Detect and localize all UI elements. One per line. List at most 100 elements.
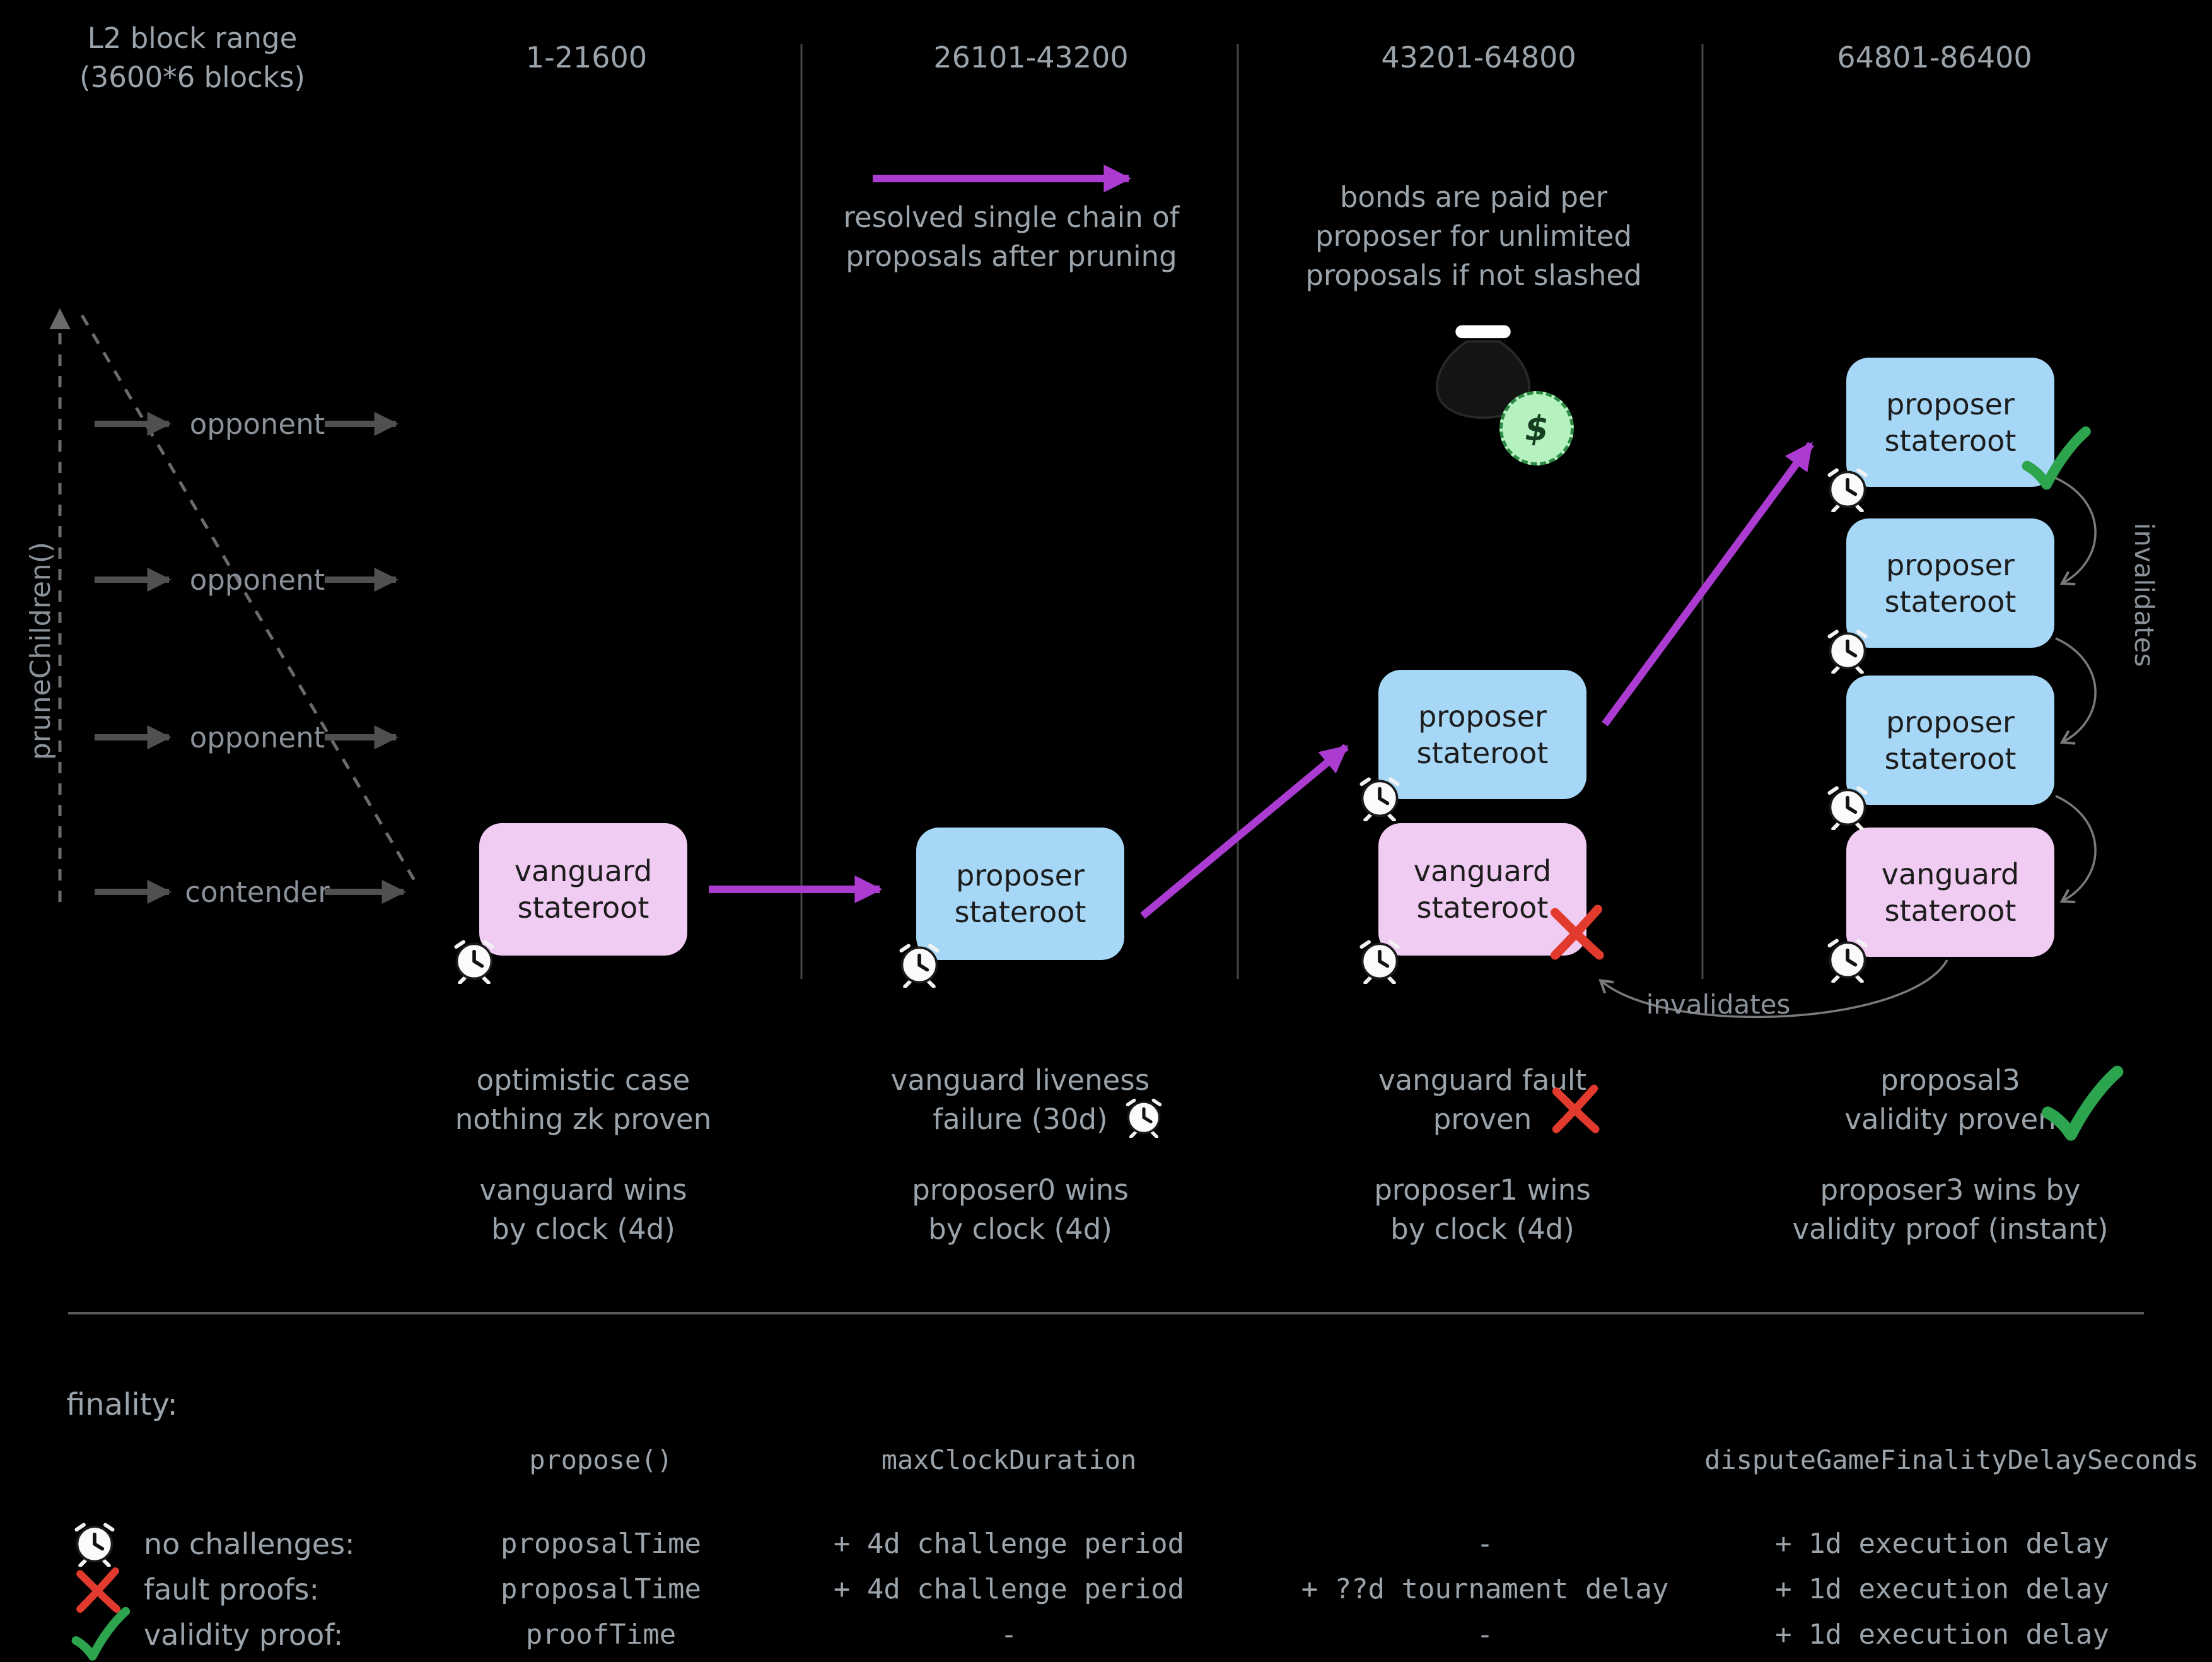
finality-row-label: fault proofs:: [144, 1572, 320, 1606]
l2-block-range-line2: (3600*6 blocks): [79, 61, 305, 94]
box-label-line2: stateroot: [1416, 735, 1549, 770]
opponent-label-3: opponent: [189, 721, 325, 754]
finality-cell-tournament: -: [1476, 1618, 1494, 1651]
opponent-label-1: opponent: [189, 407, 325, 441]
caption-line: by clock (4d): [928, 1212, 1112, 1246]
resolved-note-line2: proposals after pruning: [846, 240, 1177, 273]
box-label-line1: proposer: [1886, 547, 2015, 582]
box-label-line2: stateroot: [517, 891, 649, 925]
box-label-line2: stateroot: [1884, 584, 2017, 619]
column-header-2: 26101-43200: [933, 40, 1129, 74]
box-label-line1: proposer: [1886, 387, 2015, 421]
invalidates-curve-2: [2055, 637, 2097, 745]
green-check-icon: [68, 1603, 131, 1662]
finality-cell-propose: proofTime: [525, 1618, 677, 1651]
clock-icon: [1824, 782, 1871, 830]
caption-line: proposer1 wins: [1374, 1173, 1591, 1207]
opponent-label-2: opponent: [189, 563, 325, 597]
caption-line: proven: [1433, 1103, 1532, 1136]
finality-header-maxclock: maxClockDuration: [881, 1444, 1137, 1475]
caption-col3-result: vanguard fault proven: [1306, 1061, 1659, 1139]
caption-line: proposer0 wins: [912, 1173, 1129, 1207]
caption-line: proposal3: [1880, 1063, 2020, 1097]
invalidates-curve-1: [2055, 477, 2097, 586]
proposer3-low-box: proposer stateroot: [1846, 676, 2054, 805]
resolved-note-line1: resolved single chain of: [843, 201, 1180, 234]
green-check-icon: [2037, 1060, 2125, 1148]
money-bag-icon: [1426, 315, 1540, 423]
bonds-note-line1: bonds are paid per: [1339, 180, 1608, 214]
finality-row-label: validity proof:: [144, 1618, 344, 1652]
bonds-note-line2: proposer for unlimited: [1315, 219, 1633, 253]
box-label-line1: vanguard: [1413, 854, 1552, 888]
caption-col3-winner: proposer1 wins by clock (4d): [1306, 1171, 1659, 1249]
clock-icon: [1122, 1095, 1165, 1138]
dollar-sign: $: [1525, 408, 1549, 448]
box-label-line1: vanguard: [514, 854, 653, 888]
vanguard0-box: vanguard stateroot: [479, 823, 687, 956]
prune-children-label: pruneChildren(): [25, 541, 57, 761]
caption-col1-result: optimistic case nothing zk proven: [407, 1061, 760, 1139]
red-x-icon: [1546, 1080, 1604, 1138]
column-header-1: 1-21600: [525, 40, 648, 74]
contender-label: contender: [185, 875, 330, 909]
caption-line: nothing zk proven: [455, 1103, 712, 1136]
caption-line: vanguard liveness: [890, 1063, 1150, 1097]
prune-diagonal-line: [80, 314, 419, 887]
box-label-line2: stateroot: [1884, 741, 2017, 776]
chain-arrow-3: [1602, 442, 1814, 727]
clock-icon: [1824, 935, 1871, 983]
box-label-line2: stateroot: [1884, 423, 2017, 458]
l2-block-range-line1: L2 block range: [87, 21, 298, 55]
caption-line: optimistic case: [476, 1063, 690, 1097]
box-label-line2: stateroot: [1884, 893, 2017, 928]
caption-line: failure (30d): [933, 1103, 1108, 1136]
finality-header-propose: propose(): [529, 1444, 673, 1475]
box-label-line1: proposer: [1886, 705, 2015, 739]
invalidates-bottom-label: invalidates: [1646, 989, 1791, 1020]
green-check-icon: [2018, 421, 2092, 496]
caption-line: by clock (4d): [1390, 1212, 1575, 1246]
caption-line: proposer3 wins by: [1820, 1173, 2081, 1207]
finality-cell-propose: proposalTime: [501, 1528, 701, 1560]
finality-header-dispute-delay: disputeGameFinalityDelaySeconds: [1704, 1444, 2199, 1475]
box-label-line1: proposer: [1418, 699, 1547, 734]
finality-cell-delay: + 1d execution delay: [1775, 1528, 2109, 1560]
column-header-3: 43201-64800: [1381, 40, 1576, 74]
clock-icon: [895, 940, 943, 988]
vanguard3-box: vanguard stateroot: [1846, 828, 2054, 957]
finality-cell-propose: proposalTime: [501, 1573, 701, 1605]
caption-col2-winner: proposer0 wins by clock (4d): [844, 1171, 1197, 1249]
caption-line: validity proof (instant): [1792, 1212, 2109, 1246]
finality-title: finality:: [66, 1387, 178, 1422]
proposer1-box: proposer stateroot: [1378, 670, 1586, 799]
caption-col1-winner: vanguard wins by clock (4d): [407, 1171, 760, 1249]
caption-col4-result: proposal3 validity proven: [1774, 1061, 2127, 1139]
clock-icon: [71, 1519, 119, 1567]
l2-block-range-label: L2 block range (3600*6 blocks): [54, 19, 331, 97]
box-label-line1: proposer: [956, 858, 1085, 892]
invalidates-curve-bottom: [1598, 959, 1948, 1019]
finality-cell-tournament: + ??d tournament delay: [1301, 1573, 1669, 1605]
invalidates-side-label: invalidates: [2129, 522, 2160, 667]
box-label-line2: stateroot: [954, 895, 1086, 929]
red-x-icon: [1544, 899, 1609, 965]
invalidates-curve-3: [2055, 795, 2097, 904]
vanguard1-box: vanguard stateroot: [1378, 823, 1586, 956]
finality-row-label: no challenges:: [144, 1527, 355, 1561]
finality-cell-clock: + 4d challenge period: [833, 1573, 1185, 1605]
finality-cell-delay: + 1d execution delay: [1775, 1618, 2109, 1651]
chain-arrow-2: [1140, 744, 1349, 919]
finality-cell-delay: + 1d execution delay: [1775, 1573, 2109, 1605]
caption-col2-result: vanguard liveness failure (30d): [844, 1061, 1197, 1139]
resolved-chain-note: resolved single chain of proposals after…: [803, 198, 1220, 276]
proposer0-box: proposer stateroot: [916, 828, 1124, 960]
caption-line: by clock (4d): [491, 1212, 675, 1246]
column-header-4: 64801-86400: [1837, 40, 2032, 74]
caption-col4-winner: proposer3 wins by validity proof (instan…: [1749, 1171, 2152, 1249]
finality-cell-clock: -: [1000, 1618, 1018, 1651]
finality-cell-tournament: -: [1476, 1528, 1494, 1560]
clock-icon: [450, 936, 498, 984]
caption-line: validity proven: [1844, 1103, 2056, 1136]
